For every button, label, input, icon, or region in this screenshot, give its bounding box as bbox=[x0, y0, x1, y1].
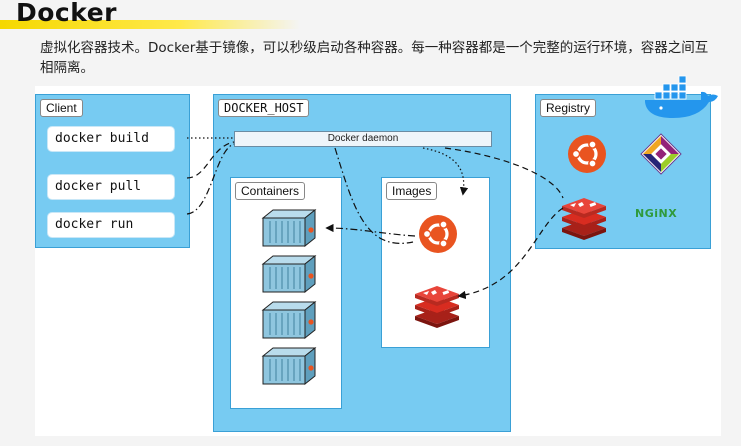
pull-arrow bbox=[186, 141, 235, 179]
docker-run-command: docker run bbox=[48, 213, 174, 237]
redis-registry-icon bbox=[562, 198, 606, 240]
run-arrow bbox=[186, 143, 235, 215]
docker-host-label: DOCKER_HOST bbox=[218, 99, 310, 117]
containers-label: Containers bbox=[235, 182, 306, 200]
docker-pull-command: docker pull bbox=[48, 175, 174, 199]
centos-logo-icon bbox=[640, 133, 682, 175]
slide-title: Docker bbox=[16, 0, 117, 27]
registry-to-redis-image-arrow bbox=[457, 207, 564, 300]
client-label: Client bbox=[40, 99, 83, 117]
pull-registry-arrow bbox=[444, 147, 564, 199]
container-icon bbox=[262, 347, 316, 385]
ubuntu-image-icon bbox=[417, 213, 459, 255]
ubuntu-registry-icon bbox=[566, 133, 608, 175]
docker-architecture-diagram: Client docker build docker pull docker r… bbox=[35, 75, 721, 436]
docker-daemon-bar: Docker daemon bbox=[234, 131, 492, 147]
container-icon bbox=[262, 255, 316, 293]
diagram-graphics bbox=[186, 75, 718, 385]
docker-whale-icon bbox=[645, 75, 718, 118]
image-to-container-arrow bbox=[325, 223, 416, 237]
redis-image-icon bbox=[415, 286, 459, 328]
images-label: Images bbox=[386, 182, 438, 200]
run-daemon-to-image-arrow bbox=[334, 147, 414, 244]
slide-description: 虚拟化容器技术。Docker基于镜像，可以秒级启动各种容器。每一种容器都是一个完… bbox=[40, 40, 709, 76]
title-bar: Docker bbox=[0, 0, 741, 29]
build-to-image-arrow bbox=[422, 147, 469, 196]
client-panel: Client docker build docker pull docker r… bbox=[35, 94, 190, 248]
title-highlight bbox=[0, 20, 300, 29]
docker-build-command: docker build bbox=[48, 127, 174, 151]
container-icon bbox=[262, 301, 316, 339]
container-icon bbox=[262, 209, 316, 247]
registry-label: Registry bbox=[540, 99, 597, 117]
nginx-logo: NGiNX bbox=[635, 207, 678, 220]
registry-panel: Registry bbox=[535, 94, 711, 249]
